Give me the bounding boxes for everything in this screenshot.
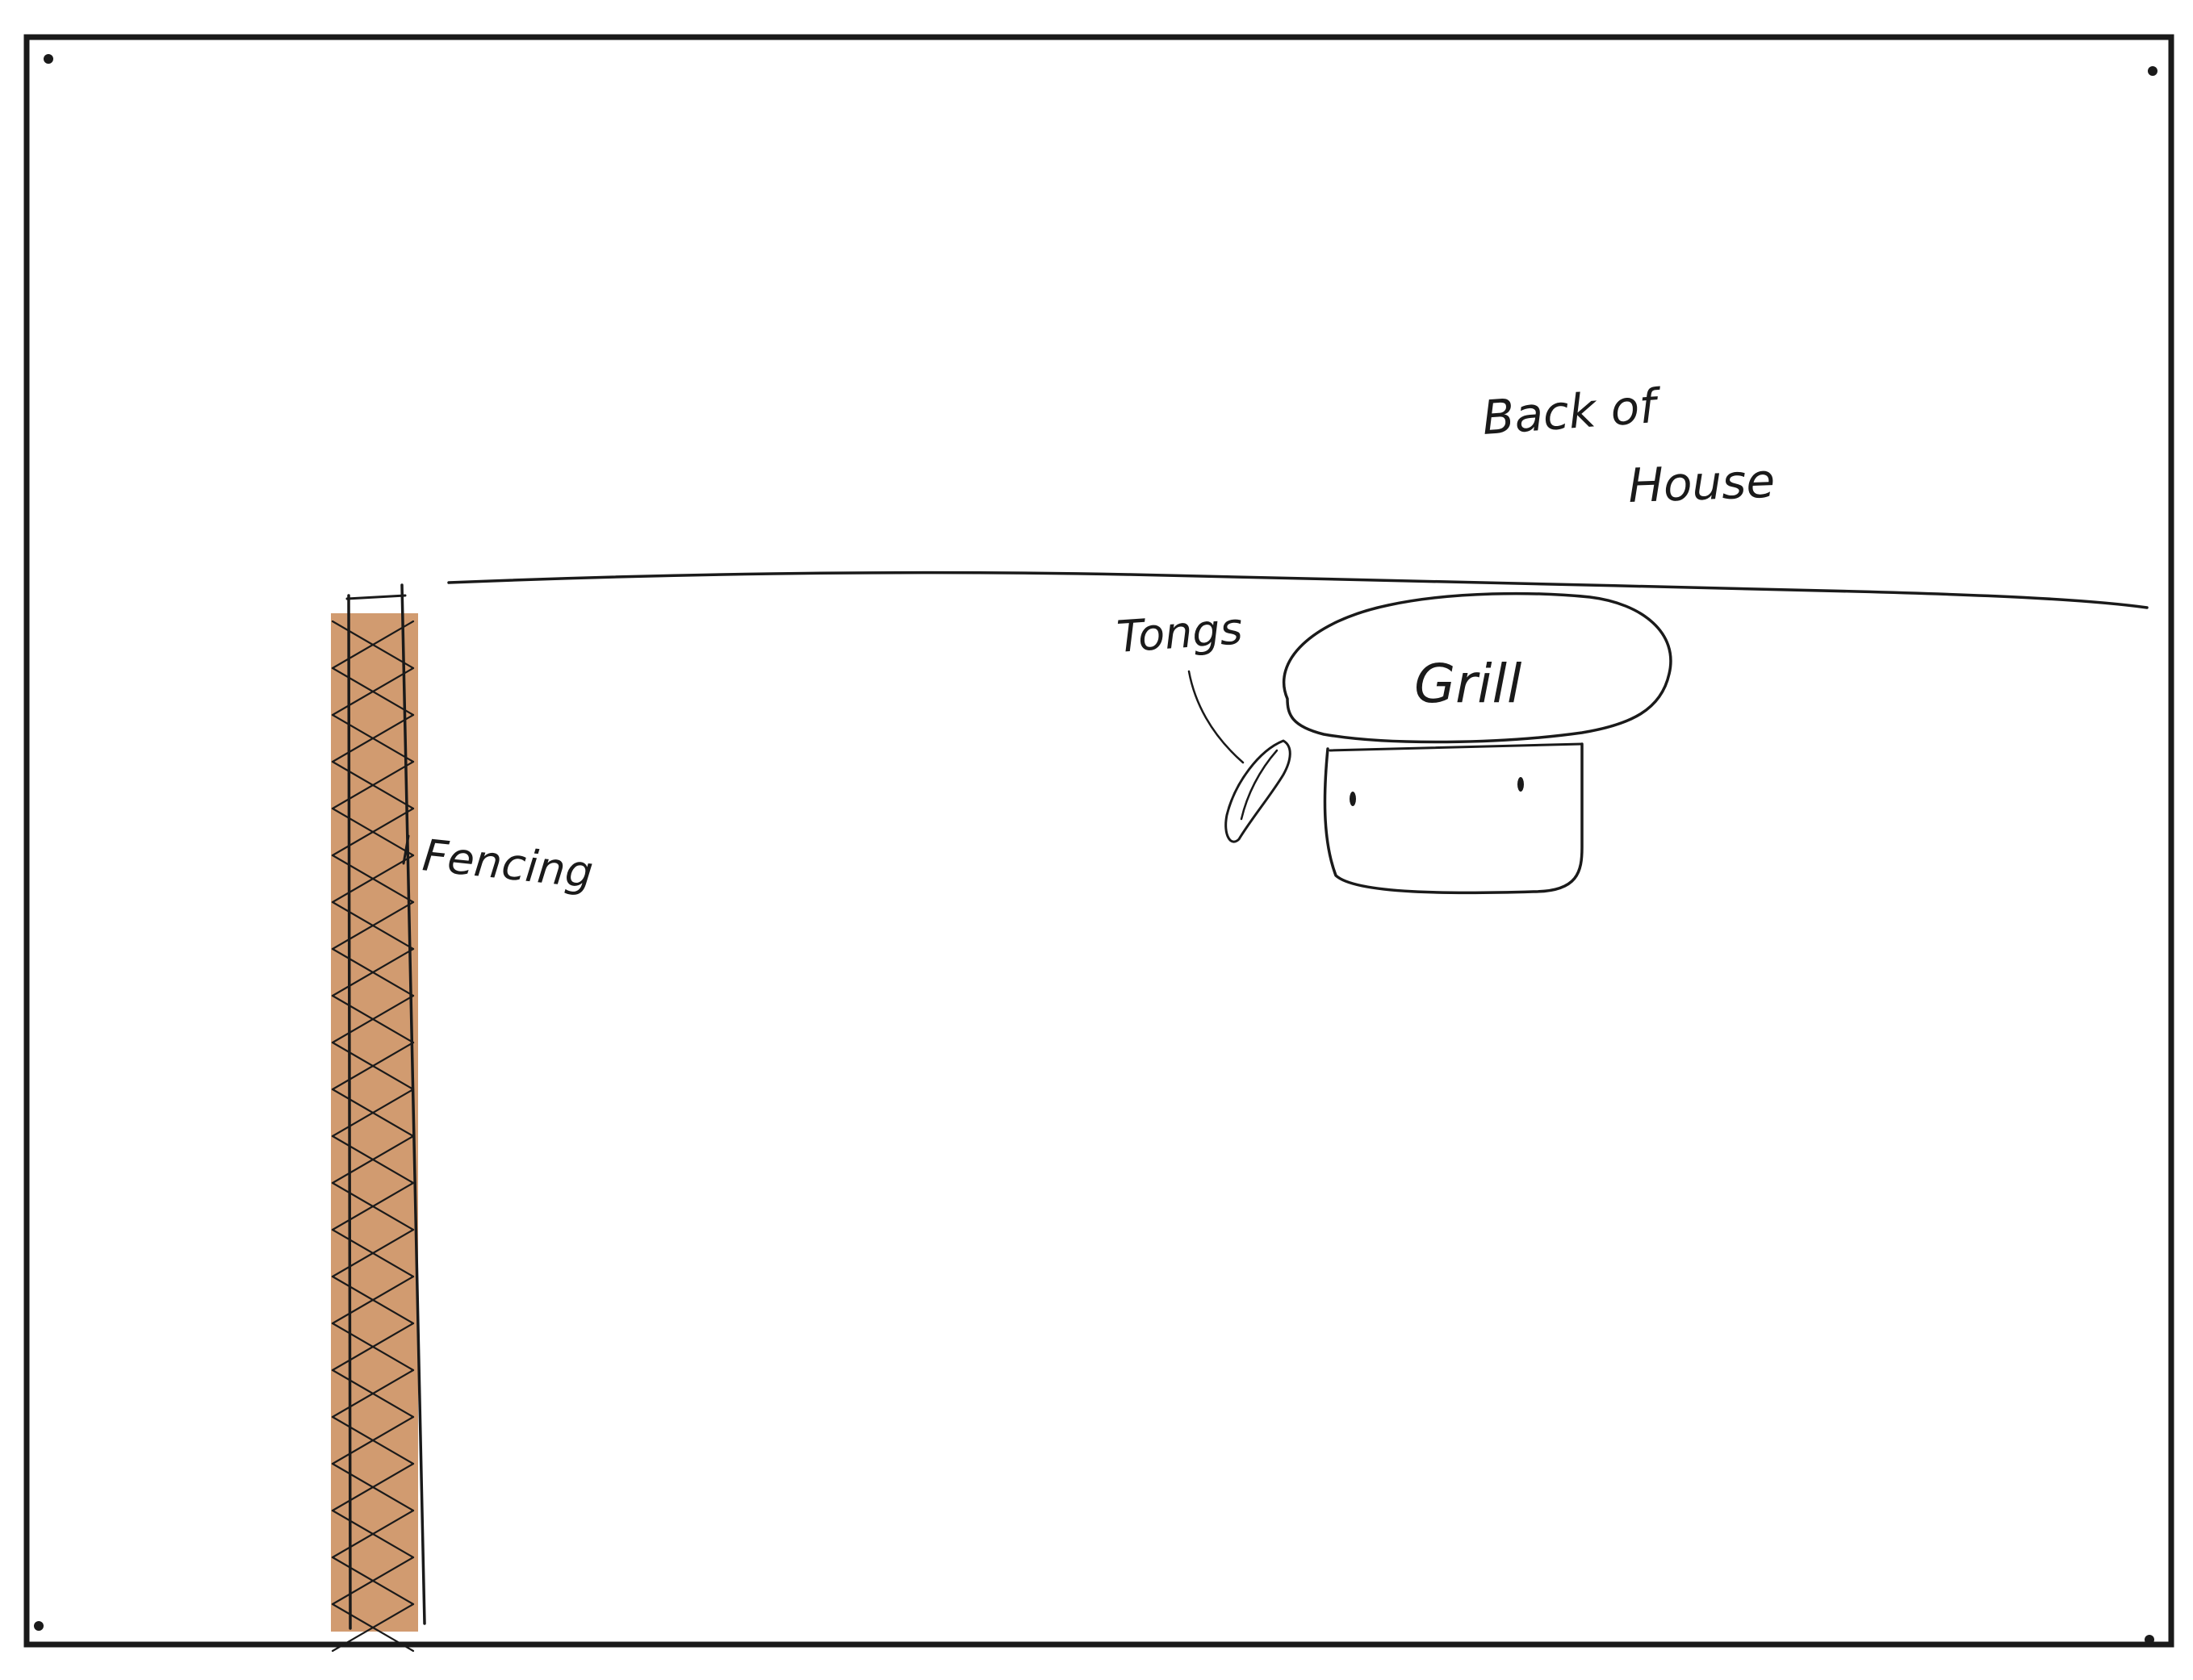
fence-lattice-stroke — [331, 1135, 415, 1185]
fence-left-rail — [347, 594, 352, 1630]
fence-lattice-stroke — [331, 620, 415, 670]
fence-lattice-stroke — [331, 994, 415, 1044]
grill-knob-left — [1350, 792, 1356, 806]
fence-lattice-stroke — [331, 1322, 415, 1372]
fence-lattice-stroke — [331, 1181, 415, 1231]
fencing-label: Fencing — [421, 830, 596, 898]
fence-lattice-stroke — [331, 901, 415, 951]
fence-lattice-stroke — [331, 1556, 415, 1606]
fence-lattice-stroke — [331, 1415, 415, 1465]
fence-lattice-stroke — [331, 1041, 415, 1091]
corner-dot-top-left — [44, 54, 53, 64]
fence-lattice-stroke — [331, 1369, 415, 1419]
grill-lid — [1282, 591, 1672, 744]
grill-body — [1323, 742, 1584, 895]
back-of-house-label-line1: Back of — [1480, 378, 1664, 445]
fence-lattice-stroke — [331, 760, 415, 810]
fence-lattice-stroke — [331, 1509, 415, 1559]
fence-lattice-stroke — [331, 667, 415, 717]
grill — [1282, 591, 1672, 895]
grill-label: Grill — [1414, 653, 1522, 715]
fence-lattice-stroke — [331, 1275, 415, 1325]
fence-lattice-stroke — [331, 1228, 415, 1278]
corner-dot-bottom-left — [34, 1621, 44, 1631]
fencing-leader-tick — [402, 834, 410, 865]
tongs-label: Tongs — [1115, 603, 1245, 662]
fence-lattice-stroke — [331, 1088, 415, 1138]
page-frame — [23, 34, 2174, 1648]
grill-knob-right — [1517, 777, 1524, 792]
grill-body-top — [1329, 742, 1584, 752]
fence-lattice-stroke — [331, 947, 415, 997]
tongs-shape — [1224, 739, 1291, 843]
corner-marks — [34, 54, 2157, 1644]
fence-lattice — [331, 620, 415, 1653]
back-of-house-label-line2: House — [1627, 453, 1776, 513]
fence-lattice-stroke — [331, 1462, 415, 1512]
fence-lattice-stroke — [331, 713, 415, 763]
tongs-leader-line — [1187, 670, 1245, 764]
fence — [331, 583, 426, 1653]
corner-dot-bottom-right — [2145, 1635, 2154, 1644]
fence-lattice-stroke — [331, 854, 415, 904]
corner-dot-top-right — [2148, 66, 2157, 76]
fence-fill — [331, 613, 418, 1632]
tongs-inner — [1240, 749, 1279, 821]
tongs-icon — [1224, 739, 1291, 843]
fence-lattice-stroke — [331, 807, 415, 857]
fence-top-cap — [345, 594, 407, 600]
house-wall-line — [447, 570, 2149, 609]
fence-lattice-stroke — [331, 1603, 415, 1653]
